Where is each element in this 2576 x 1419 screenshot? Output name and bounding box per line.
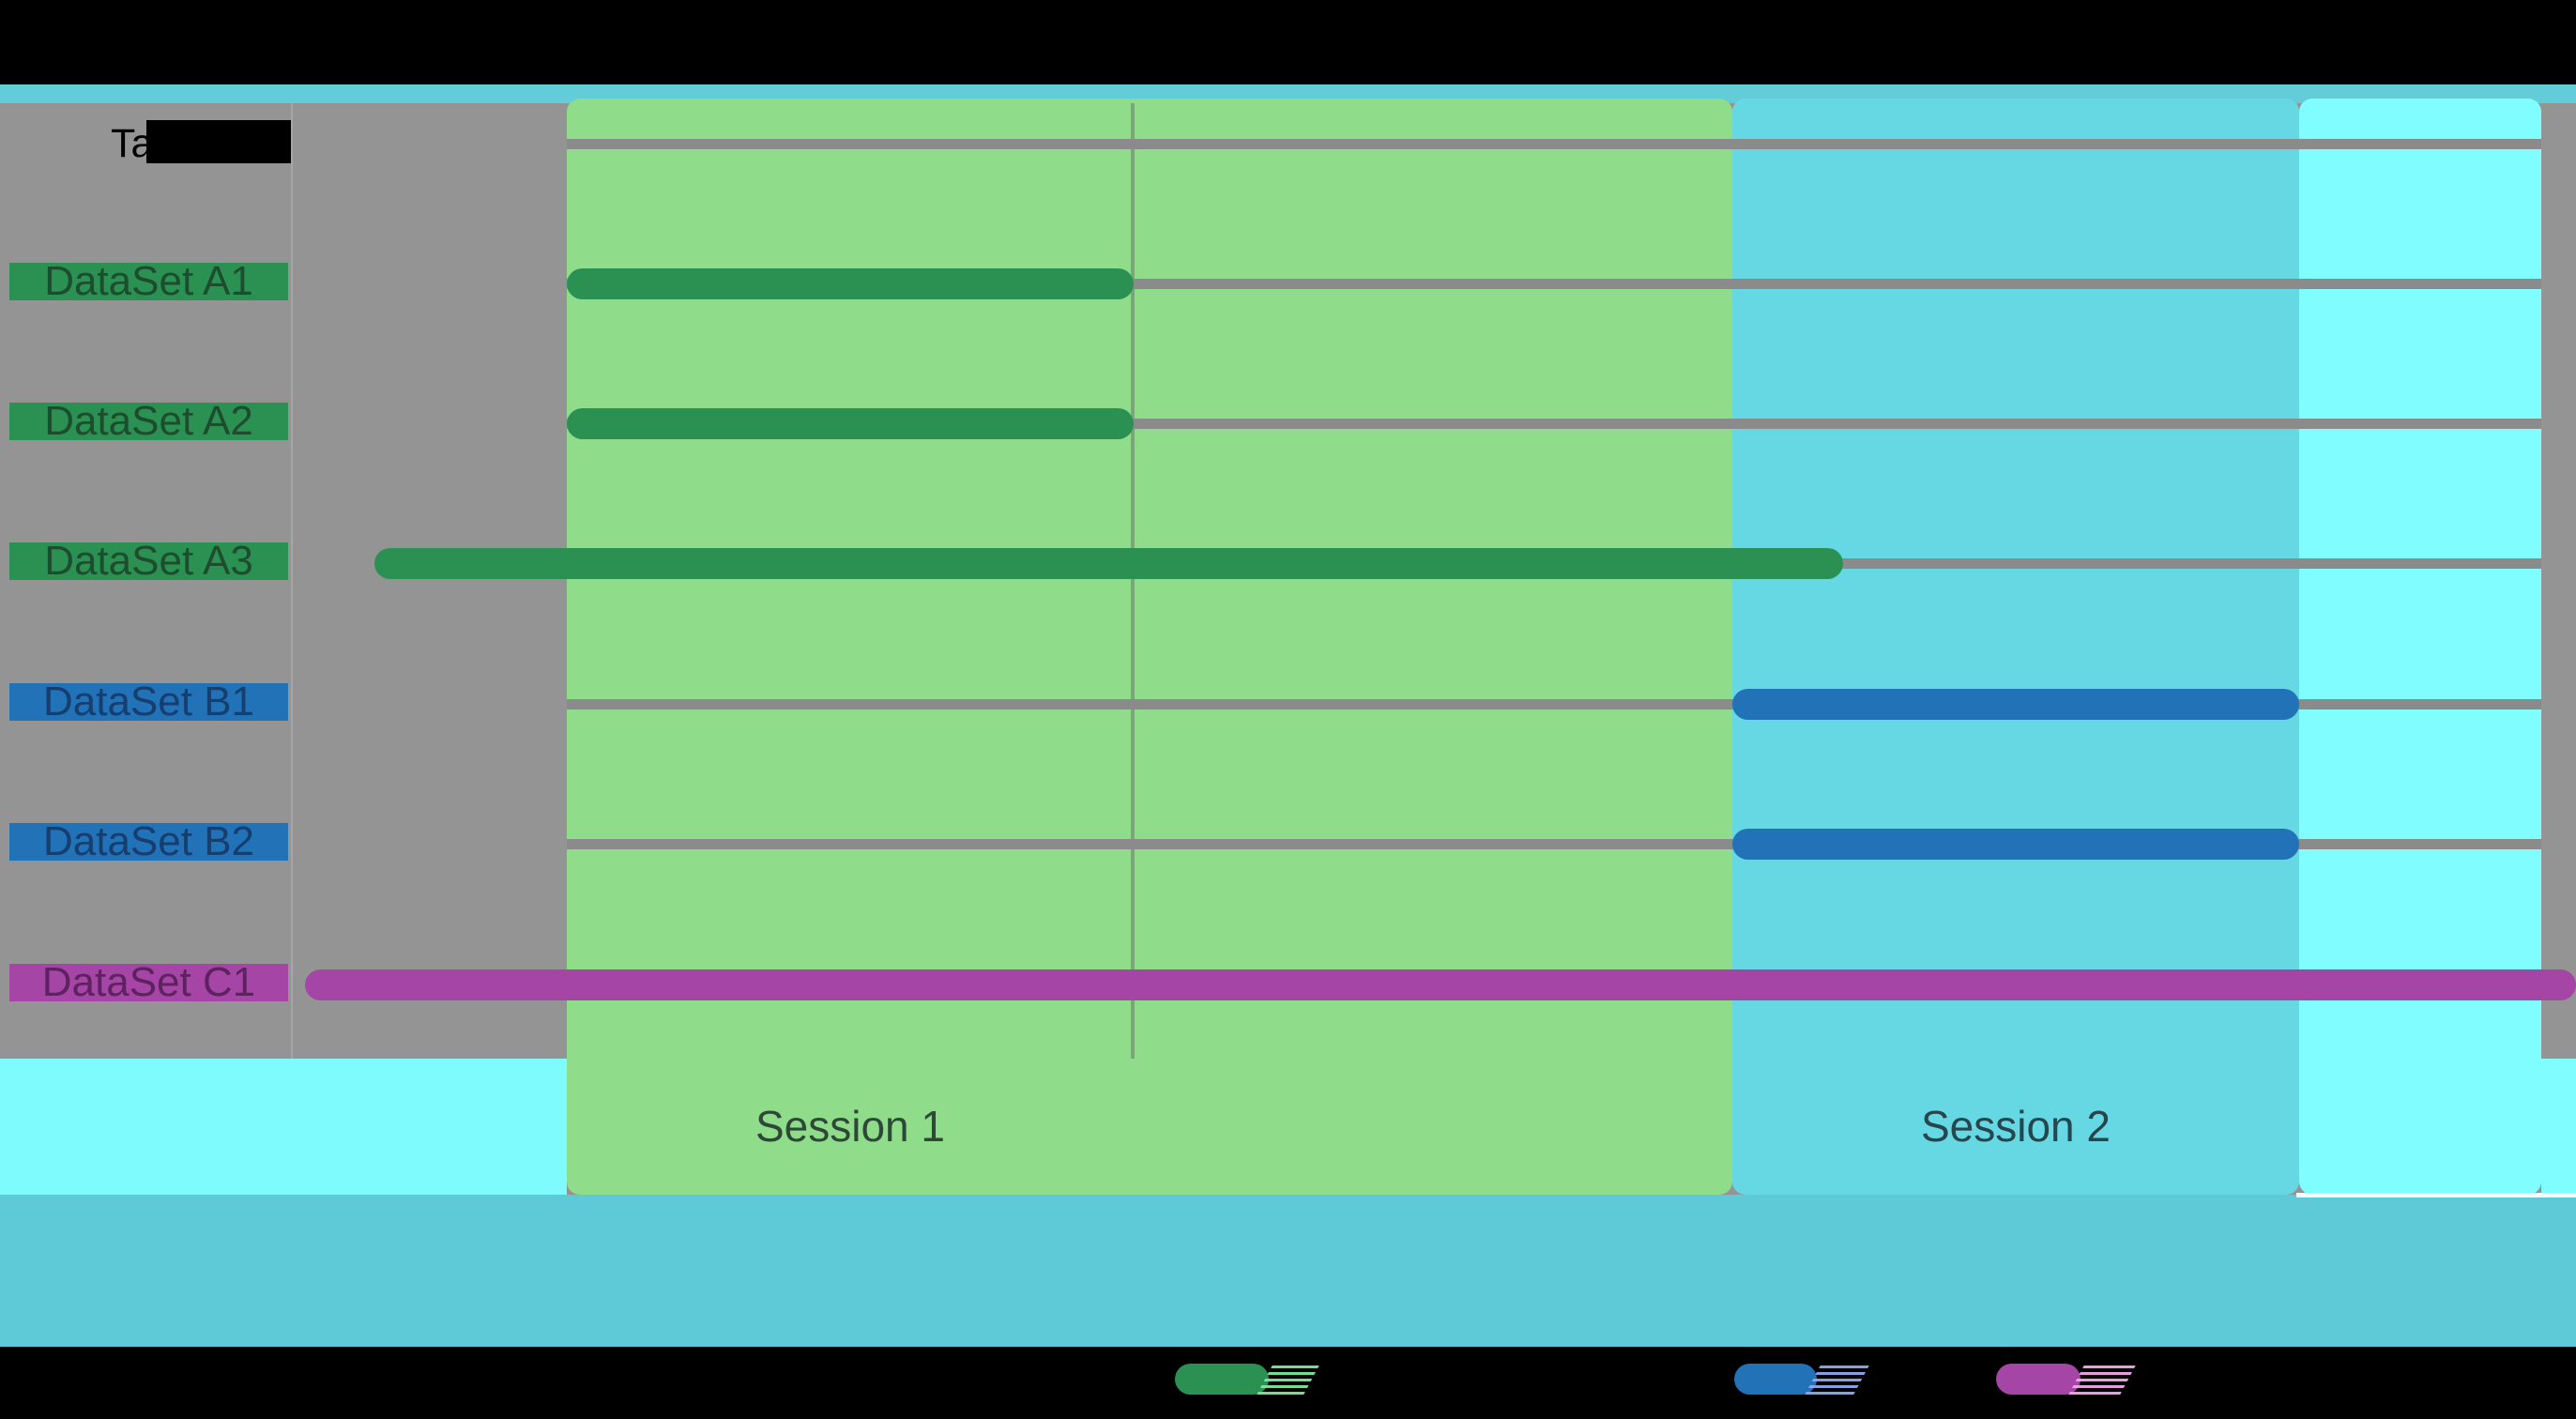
session3-partial-band <box>2299 99 2541 1195</box>
row-label-text: DataSet A1 <box>44 258 253 304</box>
task-bar-dataset-a1 <box>567 268 1134 299</box>
row-label-dataset-c1: DataSet C1 <box>9 959 288 1005</box>
bottom-left-panel <box>0 1059 567 1195</box>
session1-caption: Session 1 <box>755 1102 945 1151</box>
legend-swatch-blue <box>1734 1364 1817 1395</box>
row-label-dataset-b2: DataSet B2 <box>9 818 288 864</box>
row-label-dataset-a1: DataSet A1 <box>9 258 288 304</box>
row-label-text: DataSet C1 <box>41 959 256 1005</box>
gridline-row-a2 <box>567 419 2541 429</box>
legend-swatch-green <box>1175 1364 1269 1395</box>
row-label-text: DataSet A2 <box>44 398 253 444</box>
row-label-text: DataSet A3 <box>44 538 253 584</box>
row-label-dataset-b1: DataSet B1 <box>9 679 288 725</box>
session3-band-tail <box>2541 1059 2576 1195</box>
bottom-cyan-strip <box>0 1195 2576 1347</box>
legend-label-green <box>1325 1364 1625 1395</box>
top-letterbox <box>0 0 2576 84</box>
session1-mid-gridline <box>1131 103 1135 1059</box>
task-bar-dataset-a3 <box>374 548 1843 579</box>
gridline-row-b1 <box>567 699 2541 710</box>
gridline-header-row <box>567 139 2541 149</box>
gridline-row-a1 <box>567 279 2541 289</box>
session2-caption: Session 2 <box>1920 1102 2111 1151</box>
session2-band <box>1732 99 2299 1195</box>
task-header-blackout-box <box>146 120 291 163</box>
task-bar-dataset-b1 <box>1732 689 2299 720</box>
session1-band <box>567 99 1732 1195</box>
legend-label-magenta <box>2140 1364 2440 1395</box>
label-axis-line <box>291 103 293 1059</box>
gridline-row-b2 <box>567 839 2541 849</box>
legend-swatch-magenta <box>1996 1364 2081 1395</box>
row-label-text: DataSet B1 <box>42 679 255 725</box>
task-bar-dataset-b2 <box>1732 829 2299 860</box>
row-label-text: DataSet B2 <box>42 818 255 864</box>
task-bar-dataset-c1 <box>305 969 2576 1000</box>
row-label-dataset-a3: DataSet A3 <box>9 538 288 584</box>
bottom-right-white-line <box>2296 1193 2576 1198</box>
task-bar-dataset-a2 <box>567 408 1134 439</box>
row-label-dataset-a2: DataSet A2 <box>9 398 288 444</box>
